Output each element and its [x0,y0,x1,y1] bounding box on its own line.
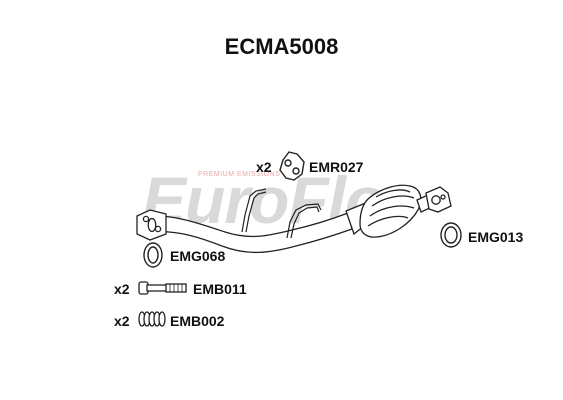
emr027-rubber-mount-icon [279,151,305,181]
code-emb011: EMB011 [193,281,247,297]
emb002-spring-icon [138,311,166,327]
code-emr027: EMR027 [309,159,364,175]
code-emg013: EMG013 [468,229,524,245]
exhaust-pipe [136,209,353,254]
qty-emb011: x2 [114,281,130,297]
part-number-title: ECMA5008 [224,34,339,59]
code-emg068: EMG068 [170,248,226,264]
watermark-tagline: PREMIUM EMISSIONS [198,171,281,178]
emg013-gasket-icon [440,222,462,248]
emb011-bolt-icon [138,281,187,295]
qty-emb002: x2 [114,313,130,329]
code-emb002: EMB002 [170,313,225,329]
catalytic-converter [345,184,452,238]
qty-emr027: x2 [256,159,272,175]
hanger-rods [241,188,322,239]
emg068-gasket-icon [143,242,163,268]
